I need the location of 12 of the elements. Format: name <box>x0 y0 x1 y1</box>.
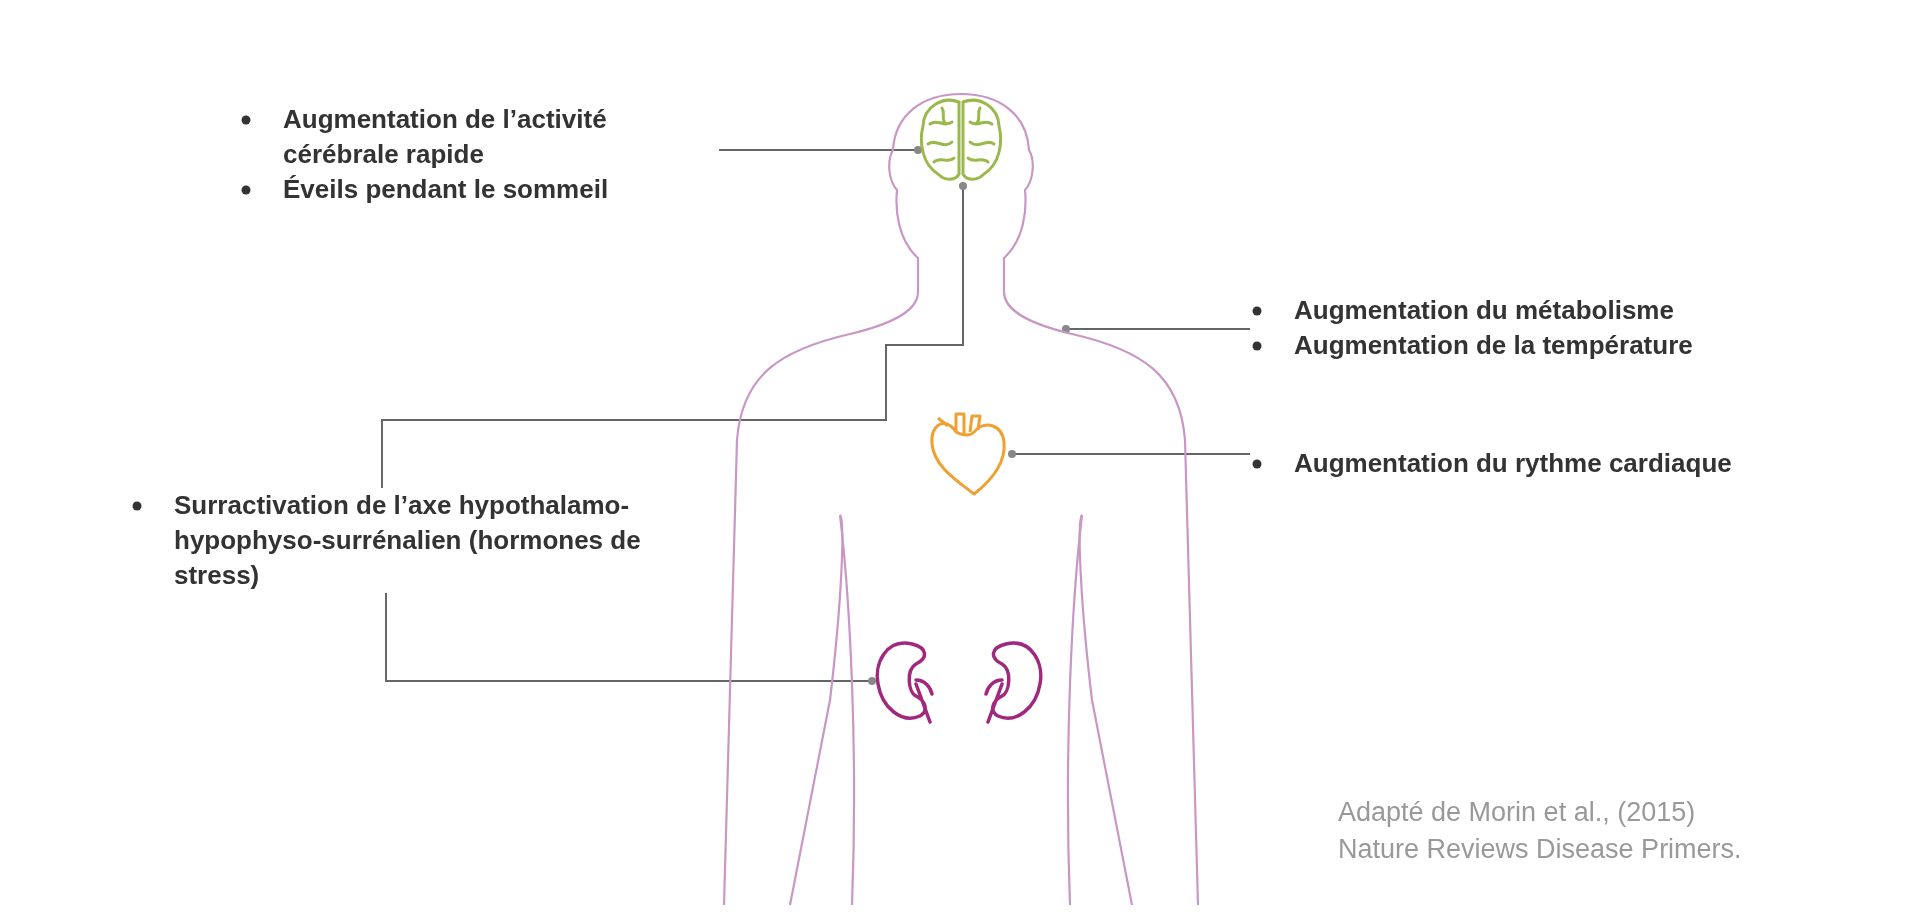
bullet-item: Surractivation de l’axe hypothalamo-hypophyso-surrénalien (hormones de stress) <box>130 488 690 593</box>
leader-line <box>385 592 876 685</box>
leader-line <box>1062 325 1251 333</box>
bullet-item: Éveils pendant le sommeil <box>239 172 709 207</box>
bullet-item: Augmentation de l’activité cérébrale rapide <box>239 102 709 172</box>
bullet-item: Augmentation du rythme cardiaque <box>1250 446 1810 481</box>
leader-line <box>381 182 967 489</box>
bullet-item: Augmentation de la température <box>1250 328 1790 363</box>
leader-line <box>718 146 922 154</box>
bullet-item: Augmentation du métabolisme <box>1250 293 1790 328</box>
leader-line <box>1008 450 1251 458</box>
source-citation: Adapté de Morin et al., (2015) Nature Reviews Disease Primers. <box>1338 796 1743 866</box>
